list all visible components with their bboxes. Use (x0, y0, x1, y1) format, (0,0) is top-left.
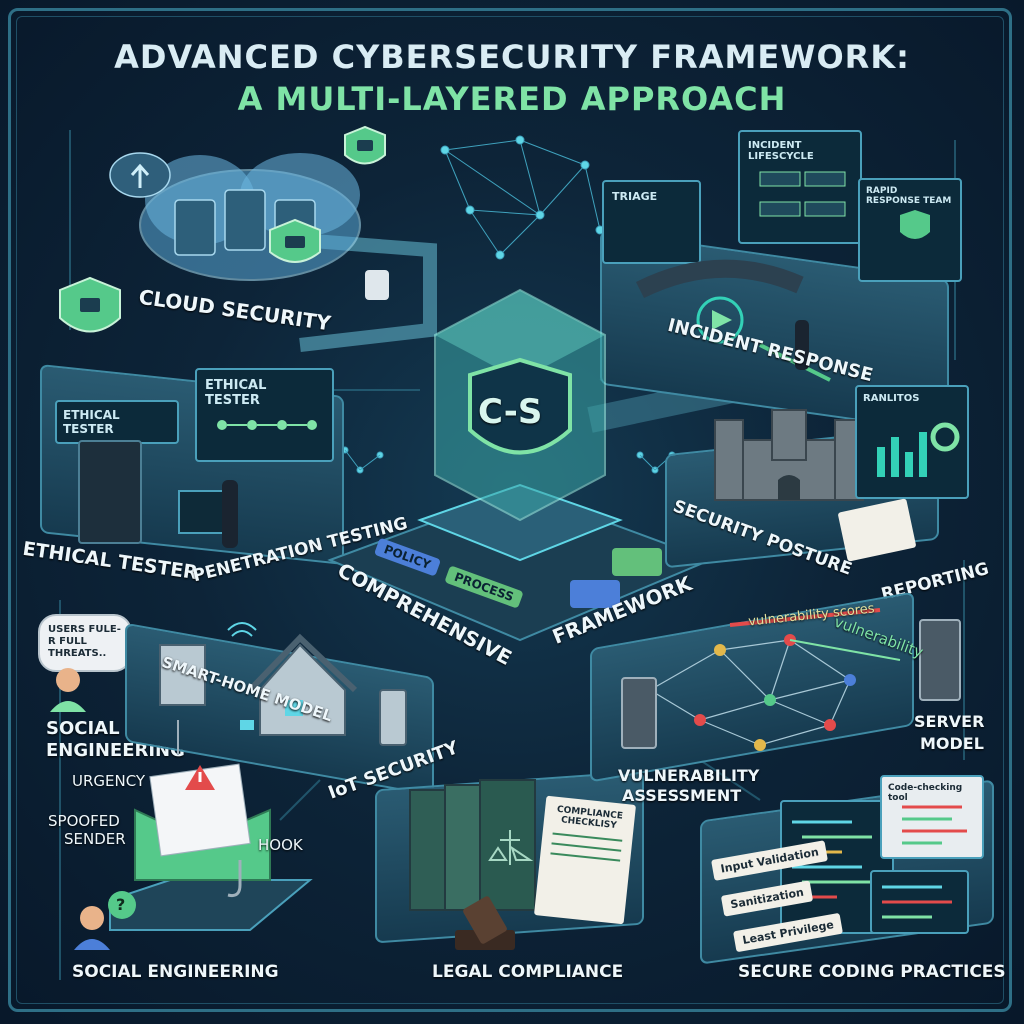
reporting-screen-title: RANLITOS (863, 393, 920, 404)
triage-screen-title: TRIAGE (612, 190, 658, 203)
outer-frame (8, 8, 1012, 1012)
code-checking-tool-title: Code-checking tool (888, 783, 963, 803)
spoofed-sender-label-2: SENDER (64, 830, 126, 848)
code-preview-screen (870, 870, 969, 934)
lifecycle-screen-title: INCIDENT LIFESCYCLE (748, 140, 814, 162)
page-subtitle: A MULTI-LAYERED APPROACH (237, 80, 787, 118)
team-screen: RAPID RESPONSE TEAM (858, 178, 962, 282)
neural-network-graphic (440, 135, 605, 260)
vuln-assessment-label-1: VULNERABILITY (618, 766, 760, 785)
code-checking-tool-screen: Code-checking tool (880, 775, 984, 859)
pentest-screen-2: ETHICAL TESTER (195, 368, 334, 462)
legal-compliance-label: LEGAL COMPLIANCE (432, 962, 624, 982)
tester-person-icon (222, 480, 238, 548)
vuln-assessment-label-2: ASSESSMENT (622, 786, 742, 805)
pentest-screen-1-title: ETHICAL TESTER (63, 408, 120, 436)
pentest-screen-1: ETHICAL TESTER (55, 400, 179, 444)
team-screen-title: RAPID RESPONSE TEAM (866, 186, 952, 206)
thought-bubble: USERS FULE-R FULL THREATS.. (38, 614, 132, 672)
question-mark-icon: ? (116, 895, 126, 914)
social-engineering-bottom-label: SOCIAL ENGINEERING (72, 962, 279, 982)
checklist-icon (902, 805, 967, 845)
urgency-label: URGENCY (72, 772, 146, 790)
flow-diagram-icon (217, 420, 317, 430)
pentest-screen-2-title: ETHICAL TESTER (205, 378, 267, 408)
framework-block-green (612, 548, 662, 576)
social-engineering-top-label-1: SOCIAL (46, 718, 120, 739)
lifecycle-screen: INCIDENT LIFESCYCLE (738, 130, 862, 244)
code-preview-icon (882, 885, 952, 919)
reporting-screen: RANLITOS (855, 385, 969, 499)
thought-bubble-text: USERS FULE-R FULL THREATS.. (48, 624, 121, 659)
framework-block-blue (570, 580, 620, 608)
core-badge-text: C-S (478, 392, 543, 432)
page-title: ADVANCED CYBERSECURITY FRAMEWORK: (114, 38, 910, 76)
spoofed-sender-label-1: SPOOFED (48, 812, 120, 830)
server-model-label-2: MODEL (920, 734, 984, 753)
hook-label: HOOK (258, 836, 303, 854)
triage-screen: TRIAGE (602, 180, 701, 264)
server-model-label-1: SERVER (914, 712, 985, 731)
server-rack-icon (78, 440, 142, 544)
secure-coding-label: SECURE CODING PRACTICES (738, 962, 1006, 982)
inner-frame (16, 16, 1004, 1004)
shield-icon (900, 210, 930, 239)
lifecycle-flow-icon (759, 171, 846, 217)
bar-chart-icon (877, 422, 960, 477)
